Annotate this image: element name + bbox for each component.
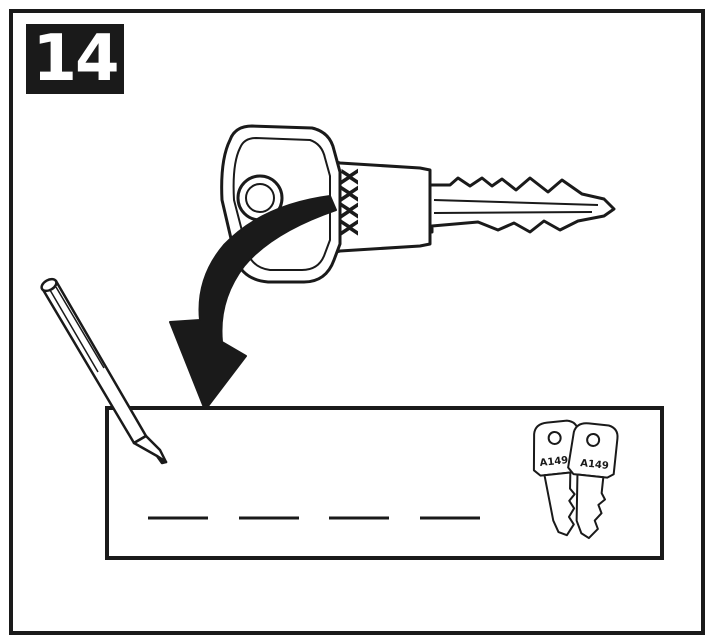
large-key-icon — [222, 126, 614, 282]
large-key-code: XXXX — [339, 168, 364, 236]
